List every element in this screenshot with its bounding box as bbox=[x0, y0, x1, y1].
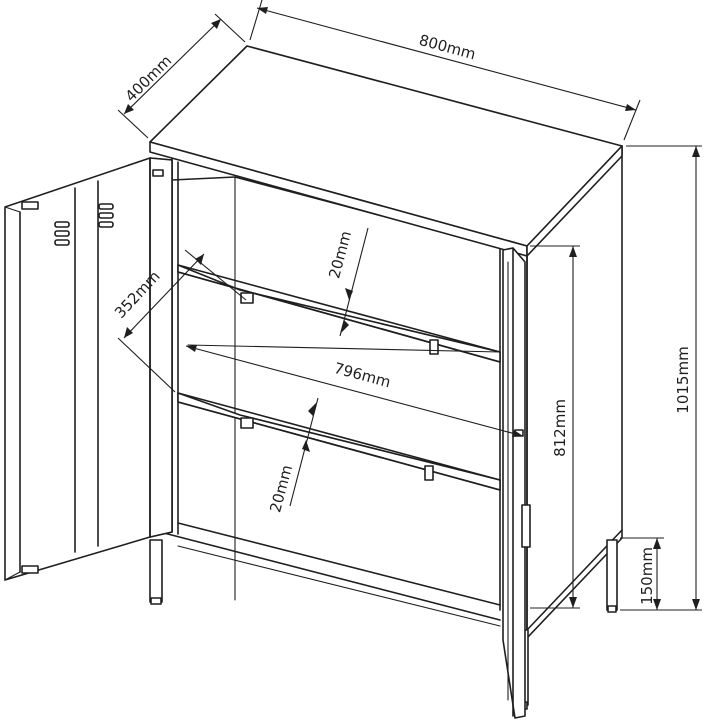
arrowhead bbox=[195, 254, 204, 265]
left-door-vents bbox=[54, 203, 114, 246]
foot-back-right bbox=[607, 605, 617, 613]
arrowhead bbox=[124, 104, 134, 114]
arrowhead bbox=[692, 599, 700, 610]
foot-front-left bbox=[150, 597, 162, 605]
bottom-panel bbox=[159, 522, 623, 631]
vent-slot bbox=[98, 212, 114, 219]
upper-shelf-bracket-right bbox=[429, 339, 439, 355]
dimension-inner-height: 812mm bbox=[530, 245, 580, 609]
arrowhead bbox=[569, 597, 577, 608]
dimension-inner-width: 796mm bbox=[185, 345, 524, 437]
arrowhead bbox=[124, 327, 133, 338]
arrowhead bbox=[653, 538, 661, 549]
width-dimension-line bbox=[256, 7, 637, 111]
shelf-gap-bottom-label: 20mm bbox=[266, 463, 296, 514]
bottom-panel-front bbox=[177, 522, 501, 606]
vent-slot bbox=[54, 221, 70, 228]
left-door-bottom-corner bbox=[4, 571, 21, 581]
width-extension-right bbox=[623, 99, 641, 141]
vent-slot bbox=[98, 221, 114, 228]
vent-slot bbox=[54, 230, 70, 237]
left-door-top-latch bbox=[21, 201, 39, 210]
dimension-leg-height: 150mm bbox=[620, 537, 664, 610]
depth-extension-front bbox=[117, 109, 149, 139]
upper-shelf-front-lower bbox=[177, 271, 501, 363]
arrowhead bbox=[340, 320, 349, 334]
right-door-panel bbox=[502, 247, 526, 719]
left-door-top-corner bbox=[4, 206, 21, 213]
depth-label: 400mm bbox=[122, 52, 176, 106]
arrowhead bbox=[345, 288, 353, 300]
inner-width-dimension-line bbox=[185, 345, 524, 437]
shelf-gap-top-leader bbox=[339, 227, 369, 337]
lower-shelf-top bbox=[177, 392, 501, 491]
shelf-depth-dimension-line bbox=[123, 253, 205, 339]
arrowhead bbox=[302, 440, 310, 452]
vent-slot bbox=[54, 239, 70, 246]
leg-height-label: 150mm bbox=[638, 547, 656, 605]
lower-shelf-bracket-left bbox=[240, 417, 254, 429]
left-door bbox=[4, 157, 173, 581]
arrowhead bbox=[211, 19, 221, 29]
leg-back-right bbox=[606, 539, 618, 611]
top-side-edge bbox=[526, 145, 623, 257]
left-door-edge bbox=[149, 157, 173, 538]
lower-shelf-front bbox=[177, 392, 501, 481]
depth-extension-back bbox=[214, 13, 246, 43]
top-panel bbox=[149, 45, 623, 257]
dimension-shelf-gap-bottom: 20mm bbox=[266, 397, 319, 514]
arrowhead bbox=[625, 104, 636, 111]
arrowhead bbox=[257, 7, 268, 14]
shelf-depth-extension-front bbox=[117, 337, 176, 393]
bottom-side-edge bbox=[526, 529, 623, 631]
inner-height-label: 812mm bbox=[551, 399, 569, 457]
upper-shelf-back bbox=[239, 289, 501, 353]
vent-slot bbox=[98, 203, 114, 210]
width-label: 800mm bbox=[417, 31, 478, 63]
arrowhead bbox=[512, 430, 523, 437]
upper-shelf-bracket-left bbox=[240, 292, 254, 304]
left-door-bottom-latch bbox=[21, 565, 39, 574]
shelf-gap-top-label: 20mm bbox=[325, 229, 355, 280]
arrowhead bbox=[186, 345, 197, 352]
arrowhead bbox=[692, 146, 700, 157]
leg-front-left bbox=[149, 539, 163, 603]
depth-dimension-line bbox=[123, 18, 222, 115]
upper-shelf bbox=[177, 264, 501, 363]
total-height-label: 1015mm bbox=[674, 346, 692, 413]
lower-shelf bbox=[177, 392, 501, 491]
arrowhead bbox=[653, 599, 661, 610]
right-door-handle bbox=[521, 504, 531, 548]
arrowhead bbox=[569, 246, 577, 257]
bottom-panel-lower-edge bbox=[159, 531, 501, 621]
shelf-gap-bottom-leader bbox=[289, 397, 319, 507]
width-extension-left bbox=[249, 0, 263, 41]
left-door-front bbox=[4, 157, 173, 581]
dimension-total-height: 1015mm bbox=[620, 145, 702, 611]
shelf-depth-extension-back bbox=[184, 249, 247, 301]
bottom-rail bbox=[177, 545, 501, 627]
left-door-hinge-top bbox=[152, 169, 164, 177]
upper-shelf-front bbox=[177, 264, 501, 353]
inner-width-label: 796mm bbox=[332, 359, 393, 391]
arrowhead bbox=[308, 402, 317, 416]
lower-shelf-bracket-right bbox=[424, 465, 434, 481]
lower-shelf-front-lower bbox=[177, 401, 501, 491]
right-door bbox=[502, 247, 531, 719]
upper-shelf-underside bbox=[187, 344, 501, 353]
